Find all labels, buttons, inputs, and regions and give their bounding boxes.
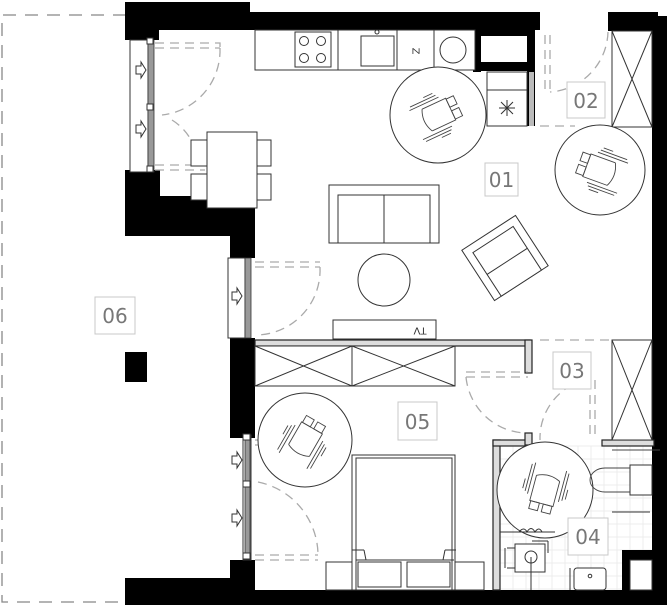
turning-circle [554, 124, 646, 216]
svg-text:05: 05 [405, 410, 430, 434]
svg-text:06: 06 [102, 304, 127, 328]
chair [256, 139, 272, 167]
arrow-icon [135, 119, 147, 139]
door-arc [465, 376, 526, 434]
door-arc [539, 384, 573, 441]
shaft-wall-left [473, 28, 481, 72]
wall-corner-nw [125, 2, 159, 40]
partition-stub [524, 339, 533, 374]
toilet-icon [589, 449, 660, 496]
shower-curtain [518, 528, 543, 534]
terrace-column [125, 352, 147, 382]
wheelchair-icon [277, 414, 327, 470]
door-living [255, 261, 320, 268]
pillow [406, 561, 451, 588]
door-arc [257, 481, 319, 556]
room-label-04: 04 [567, 517, 609, 556]
boiler-icon [486, 89, 528, 127]
room-label-02: 02 [566, 81, 606, 119]
wheelchair-turning-circle [496, 441, 594, 539]
washer-icon [439, 36, 467, 64]
arrow-icon [231, 450, 243, 470]
wheelchair-icon [522, 462, 570, 515]
door-arc [257, 266, 321, 336]
dining-set [190, 131, 272, 209]
walls [125, 2, 667, 605]
wheelchair-icon [409, 92, 464, 142]
turning-circle [496, 441, 594, 539]
door-bathroom [589, 380, 596, 440]
wheelchair-icon [574, 147, 629, 196]
room-label-06: 06 [94, 296, 136, 335]
cabinet [486, 71, 528, 91]
wheelchair-turning-circle [389, 66, 487, 164]
window-bedroom [231, 433, 252, 561]
chair [190, 173, 208, 201]
fridge-label: Z [410, 48, 421, 55]
wall-west-lower [230, 338, 255, 438]
tv-stand: TV [332, 319, 437, 340]
chair [190, 139, 208, 167]
svg-text:03: 03 [559, 359, 584, 383]
turning-circle [257, 392, 353, 488]
window-kitchen [129, 37, 155, 173]
sofa [328, 184, 440, 244]
arrow-icon [231, 286, 243, 306]
wardrobe-bedroom [254, 345, 456, 387]
shaft-wall-bottom [473, 62, 535, 71]
turning-circle [389, 66, 487, 164]
partition-bedroom-north [254, 339, 531, 347]
door-jamb [524, 432, 533, 446]
door-entrance [544, 35, 551, 92]
door-arc [161, 47, 221, 116]
wall-top-right [608, 12, 658, 31]
niche [629, 559, 653, 591]
wall-top-left [125, 2, 250, 12]
door-bedroom [466, 371, 528, 378]
sink-icon [360, 35, 395, 67]
wall-top [125, 12, 540, 30]
chair [256, 173, 272, 201]
door-kitchen-bottom [155, 164, 205, 171]
room-label-05: 05 [397, 401, 438, 441]
partition-bathroom-west [492, 439, 501, 591]
coffee-table [357, 253, 411, 307]
washbasin-icon [504, 543, 546, 590]
tv-label: TV [413, 325, 427, 336]
partition-bathroom-north-b [601, 439, 655, 447]
arrow-icon [135, 60, 147, 80]
cooktop-icon [294, 31, 332, 68]
room-label-01: 01 [484, 162, 519, 197]
kitchen-counter: Z [254, 29, 528, 127]
dining-table [206, 131, 258, 209]
window-living [227, 257, 252, 339]
bathroom-fixtures [500, 449, 660, 591]
door-arc [549, 31, 609, 93]
svg-text:01: 01 [489, 168, 514, 192]
armchair [461, 214, 549, 302]
bathroom-cabinet [573, 567, 607, 591]
arrow-icon [231, 508, 243, 528]
terrace-outline [1, 14, 126, 603]
shaft-wall-top [473, 28, 535, 36]
pillow [357, 561, 402, 588]
wardrobe-hall-lower [611, 339, 653, 441]
shaft-inner-strip [529, 72, 534, 126]
svg-text:02: 02 [573, 89, 598, 113]
wheelchair-turning-circle [554, 124, 646, 216]
wall-south [230, 590, 667, 605]
room-label-03: 03 [552, 351, 592, 390]
wheelchair-turning-circle [257, 392, 353, 488]
wall-east [652, 16, 667, 605]
door-bedroom-window-bottom [255, 554, 318, 561]
double-bed [325, 454, 485, 591]
door-kitchen-top [155, 42, 221, 49]
room-labels: 01 02 03 04 05 06 [94, 81, 609, 556]
svg-text:04: 04 [575, 525, 600, 549]
wardrobe-hall-upper [611, 30, 653, 128]
